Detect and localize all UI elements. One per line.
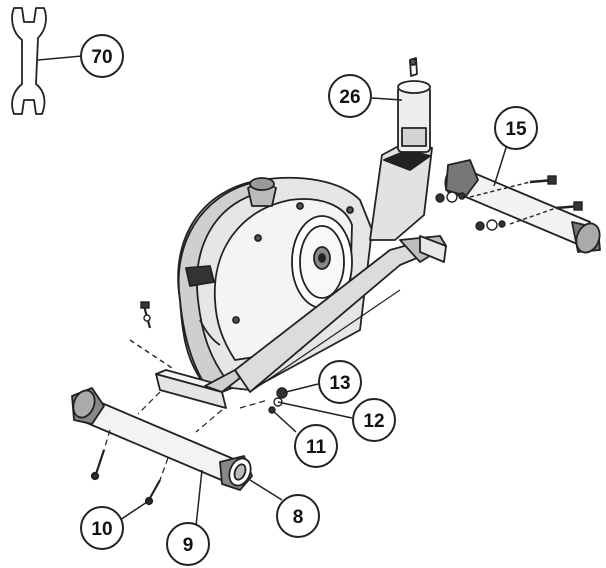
svg-text:9: 9 xyxy=(183,535,194,556)
washer-nut-set xyxy=(268,387,288,414)
callout-10: 10 xyxy=(80,506,124,550)
callout-15: 15 xyxy=(494,106,538,150)
leader-lines xyxy=(119,97,511,527)
carriage-bolts xyxy=(90,449,161,506)
frame-housing xyxy=(177,176,373,391)
rear-stabilizer xyxy=(444,159,601,254)
wrench-icon xyxy=(11,7,47,115)
callout-8: 8 xyxy=(276,494,320,538)
front-bracket-hardware xyxy=(129,301,176,371)
callout-11: 11 xyxy=(294,424,338,468)
svg-text:10: 10 xyxy=(91,519,112,540)
front-bracket xyxy=(155,369,241,409)
svg-text:26: 26 xyxy=(339,87,360,108)
main-frame-rail xyxy=(234,235,447,393)
svg-text:12: 12 xyxy=(363,411,384,432)
callout-70: 70 xyxy=(80,34,124,78)
svg-text:8: 8 xyxy=(293,507,304,528)
front-stabilizer xyxy=(71,387,253,491)
rear-hardware xyxy=(435,175,583,231)
callout-9: 9 xyxy=(166,522,210,566)
callout-12: 12 xyxy=(352,398,396,442)
svg-text:15: 15 xyxy=(505,119,527,140)
svg-text:11: 11 xyxy=(306,437,327,458)
svg-text:13: 13 xyxy=(329,373,350,394)
callout-26: 26 xyxy=(328,74,372,118)
handlebar-post xyxy=(369,57,433,241)
callout-13: 13 xyxy=(318,360,362,404)
assembly-guides xyxy=(103,391,269,481)
svg-text:70: 70 xyxy=(91,47,112,68)
